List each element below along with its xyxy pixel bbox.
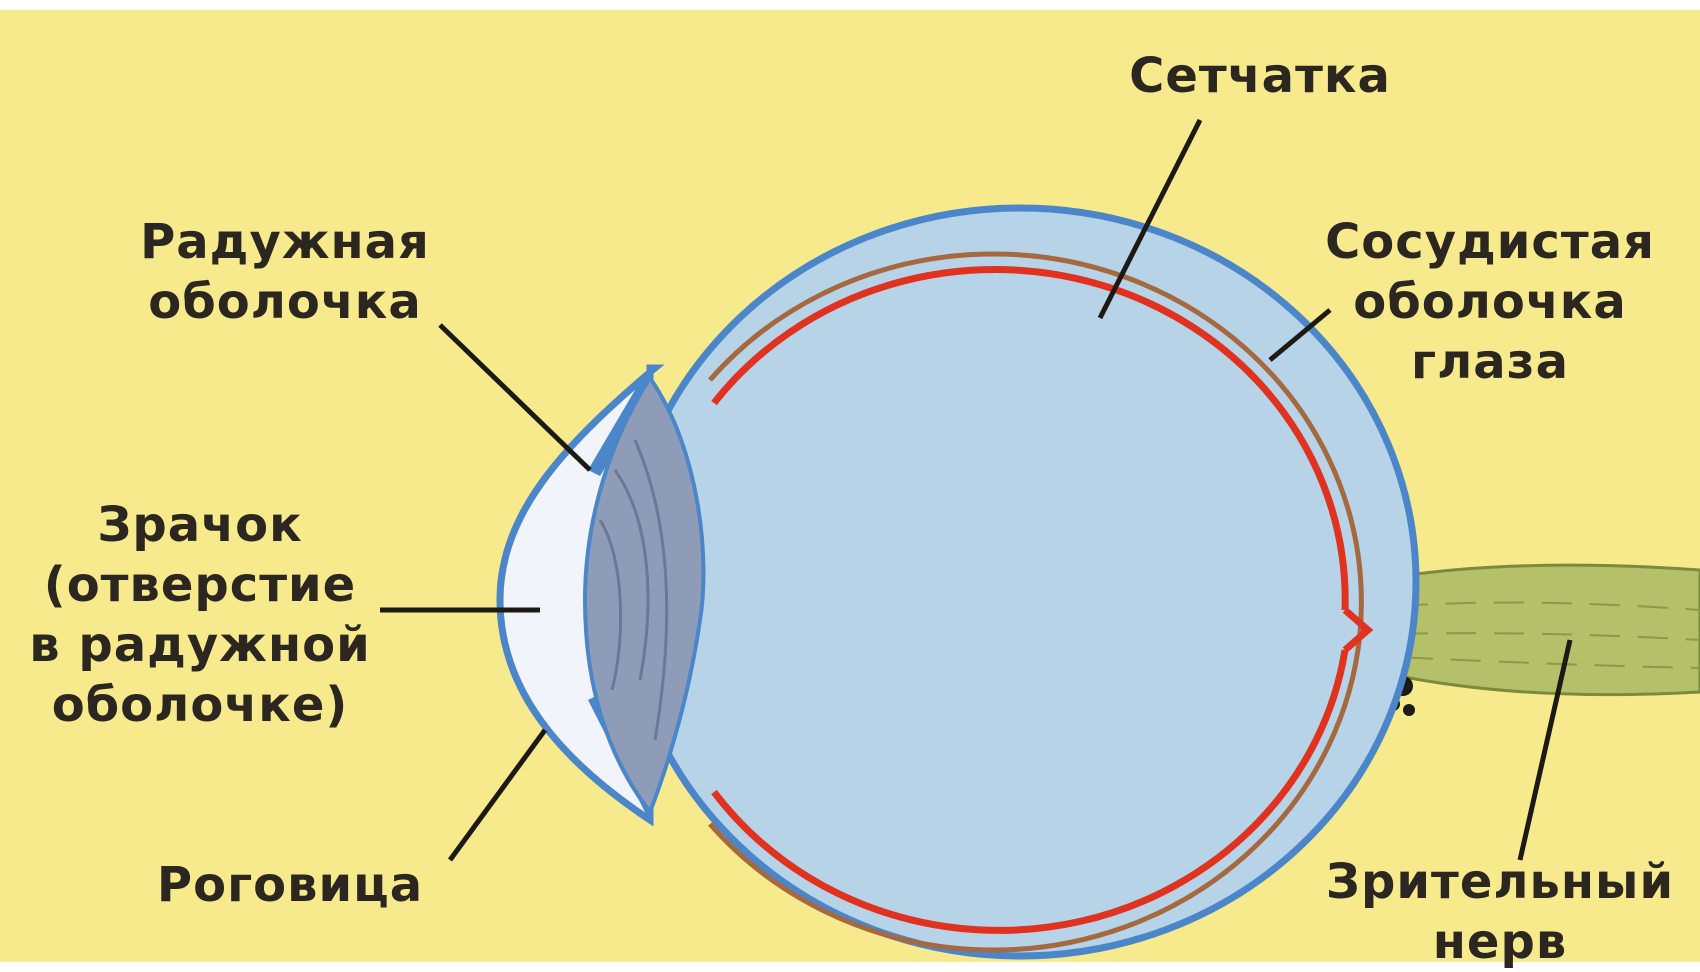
- iris-label-line-2: оболочка: [120, 272, 450, 332]
- iris-label-line-1: Радужная: [120, 212, 450, 272]
- optic-nerve-label: Зрительный нерв: [1310, 852, 1690, 972]
- optic-nerve-label-line-1: Зрительный: [1310, 852, 1690, 912]
- choroid-label: Сосудистая оболочка глаза: [1290, 212, 1690, 392]
- cornea-label-line-1: Роговица: [140, 855, 440, 915]
- retina-label-line-1: Сетчатка: [1100, 46, 1420, 106]
- pupil-label-line-2: (отверстие: [10, 555, 390, 615]
- iris-label: Радужная оболочка: [120, 212, 450, 332]
- choroid-label-line-3: глаза: [1290, 332, 1690, 392]
- cornea-label: Роговица: [140, 855, 440, 915]
- pupil-label: Зрачок (отверстие в радужной оболочке): [10, 495, 390, 735]
- retina-label: Сетчатка: [1100, 46, 1420, 106]
- choroid-label-line-2: оболочка: [1290, 272, 1690, 332]
- scan-top-edge: [0, 0, 1700, 10]
- pupil-label-line-3: в радужной: [10, 615, 390, 675]
- choroid-label-line-1: Сосудистая: [1290, 212, 1690, 272]
- pupil-label-line-1: Зрачок: [10, 495, 390, 555]
- optic-nerve-label-line-2: нерв: [1310, 912, 1690, 972]
- pupil-label-line-4: оболочке): [10, 675, 390, 735]
